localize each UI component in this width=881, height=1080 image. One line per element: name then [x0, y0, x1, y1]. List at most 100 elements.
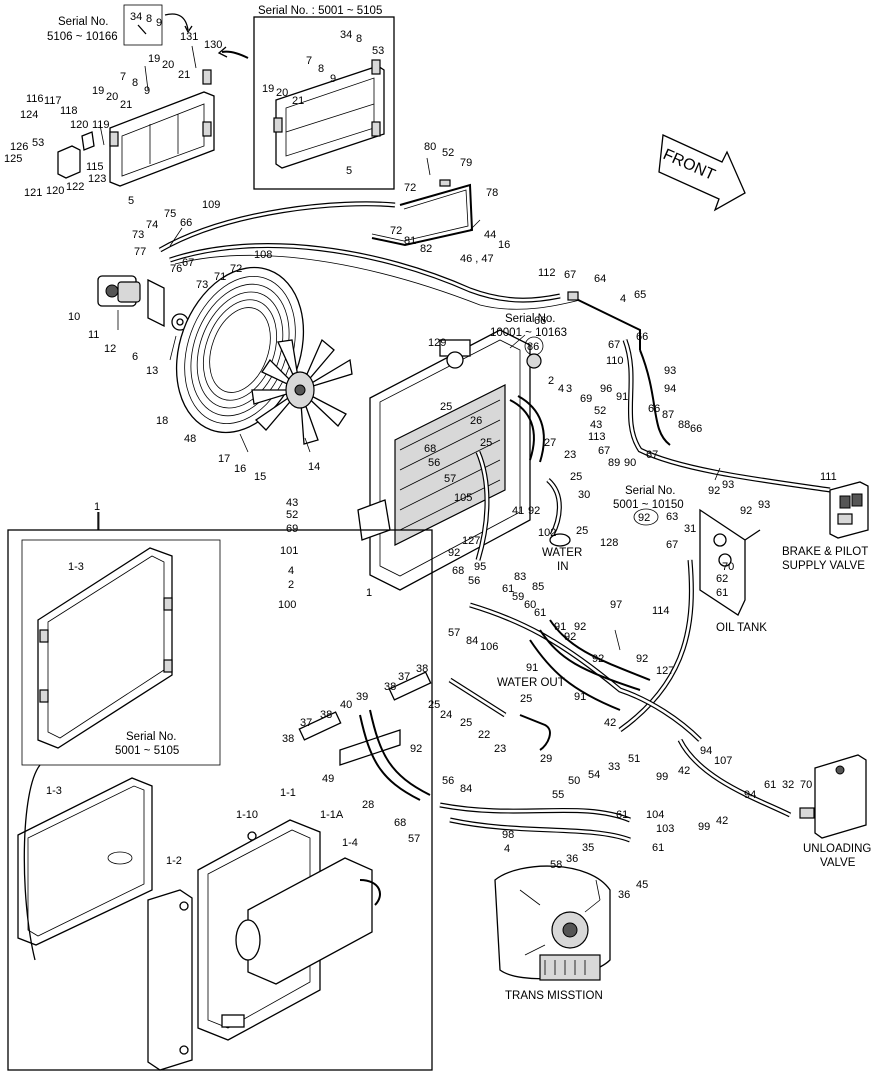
callout-c52c: 52: [286, 509, 298, 521]
callout-c20c: 20: [276, 87, 288, 99]
leader-lines: [98, 45, 721, 901]
callout-c117: 117: [44, 95, 62, 107]
callout-c26: 26: [470, 415, 482, 427]
callout-c125: 125: [4, 153, 22, 165]
callout-c31: 31: [684, 523, 696, 535]
callout-c67d: 67: [598, 445, 610, 457]
serial-range-3: 10001 ~ 10163: [490, 327, 567, 339]
callout-c4b: 4: [558, 383, 564, 395]
callout-c65: 65: [634, 289, 646, 301]
callout-c44: 44: [484, 229, 496, 241]
callout-c99b: 99: [698, 821, 710, 833]
callout-c25a: 25: [440, 401, 452, 413]
callout-c120a: 120: [70, 119, 88, 131]
callout-c67a: 67: [182, 257, 194, 269]
callout-c67e: 67: [646, 449, 658, 461]
callout-c13: 13: [146, 365, 158, 377]
callout-c53b: 53: [372, 45, 384, 57]
callout-c41: 41: [512, 505, 524, 517]
callout-c67c: 67: [608, 339, 620, 351]
callout-c25f: 25: [460, 717, 472, 729]
callout-c49: 49: [322, 773, 334, 785]
callout-c6: 6: [132, 351, 138, 363]
serial-range-4: 5001 ~ 10150: [613, 499, 684, 511]
pipe-37: [298, 671, 432, 741]
callout-c43b: 43: [286, 497, 298, 509]
radiator-assembly-1: [357, 329, 531, 591]
callout-c20a: 20: [162, 59, 174, 71]
callout-c78: 78: [486, 187, 498, 199]
callout-c11a: 1-1A: [320, 809, 344, 821]
serial-label-1: Serial No.: [58, 16, 109, 28]
callout-c13c: 1-3: [46, 785, 62, 797]
callout-c104: 104: [646, 809, 664, 821]
line-to-brake-valve: [622, 339, 831, 493]
oil-tank-bracket: [699, 508, 761, 616]
callout-c70b: 70: [800, 779, 812, 791]
pipe-26: [509, 395, 545, 463]
callout-c3: 3: [566, 383, 572, 395]
front-arrow: [658, 134, 746, 212]
callout-c81: 81: [404, 235, 416, 247]
callout-c67b: 67: [564, 269, 576, 281]
callout-c50: 50: [568, 775, 580, 787]
callout-c37a: 37: [300, 717, 312, 729]
brake-label-2: SUPPLY VALVE: [782, 560, 865, 572]
callout-c19a: 19: [148, 53, 160, 65]
serial-label-4: Serial No.: [625, 485, 676, 497]
callout-c79: 79: [460, 157, 472, 169]
unloading-label-2: VALVE: [820, 857, 856, 869]
hose-30: [546, 478, 571, 547]
callout-c21b: 21: [120, 99, 132, 111]
callout-c38a: 38: [282, 733, 294, 745]
callout-c129: 129: [428, 337, 446, 349]
callout-c14: 14: [308, 461, 320, 473]
callout-c8a: 8: [146, 13, 152, 25]
callout-c64: 64: [594, 273, 606, 285]
unloading-valve: [799, 754, 867, 839]
hose-84: [439, 802, 631, 843]
callout-c90: 90: [624, 457, 636, 469]
callout-c34a: 34: [130, 11, 142, 23]
callout-c128: 128: [600, 537, 618, 549]
callout-c68a: 68: [424, 443, 436, 455]
callout-c91d: 91: [574, 691, 586, 703]
callout-c75: 75: [164, 208, 176, 220]
callout-c21c: 21: [292, 95, 304, 107]
oil-tank-label: OIL TANK: [716, 622, 767, 634]
fan-14: [251, 338, 353, 445]
callout-c40: 40: [340, 699, 352, 711]
callout-c23a: 23: [564, 449, 576, 461]
callout-c25d: 25: [576, 525, 588, 537]
pump-10: [97, 275, 189, 331]
callout-c38c: 38: [384, 681, 396, 693]
callout-c83: 83: [514, 571, 526, 583]
callout-c92j: 92: [410, 743, 422, 755]
callout-c123: 123: [88, 173, 106, 185]
callout-c61e: 61: [652, 842, 664, 854]
callout-c99a: 99: [656, 771, 668, 783]
callout-c89: 89: [608, 457, 620, 469]
callout-c121: 121: [24, 187, 42, 199]
callout-c87: 87: [662, 409, 674, 421]
callout-c126: 126: [10, 141, 28, 153]
callout-c110: 110: [606, 355, 624, 367]
callout-c43a: 43: [590, 419, 602, 431]
callout-c66d: 66: [648, 403, 660, 415]
callout-c16b: 16: [234, 463, 246, 475]
callout-c61b: 61: [502, 583, 514, 595]
callout-c2b: 2: [288, 579, 294, 591]
callout-c96: 96: [600, 383, 612, 395]
callout-c11: 11: [88, 329, 99, 341]
callout-c100: 100: [278, 599, 296, 611]
callout-c69b: 69: [286, 523, 298, 535]
callout-c38b: 38: [320, 709, 332, 721]
callout-c60: 60: [524, 599, 536, 611]
callout-c4a: 4: [620, 293, 626, 305]
hose-64: [567, 291, 641, 350]
callout-c92g: 92: [564, 631, 576, 643]
callout-c103: 103: [656, 823, 674, 835]
callout-c8c: 8: [356, 33, 362, 45]
callout-c57c: 57: [408, 833, 420, 845]
callout-c98: 98: [502, 829, 514, 841]
